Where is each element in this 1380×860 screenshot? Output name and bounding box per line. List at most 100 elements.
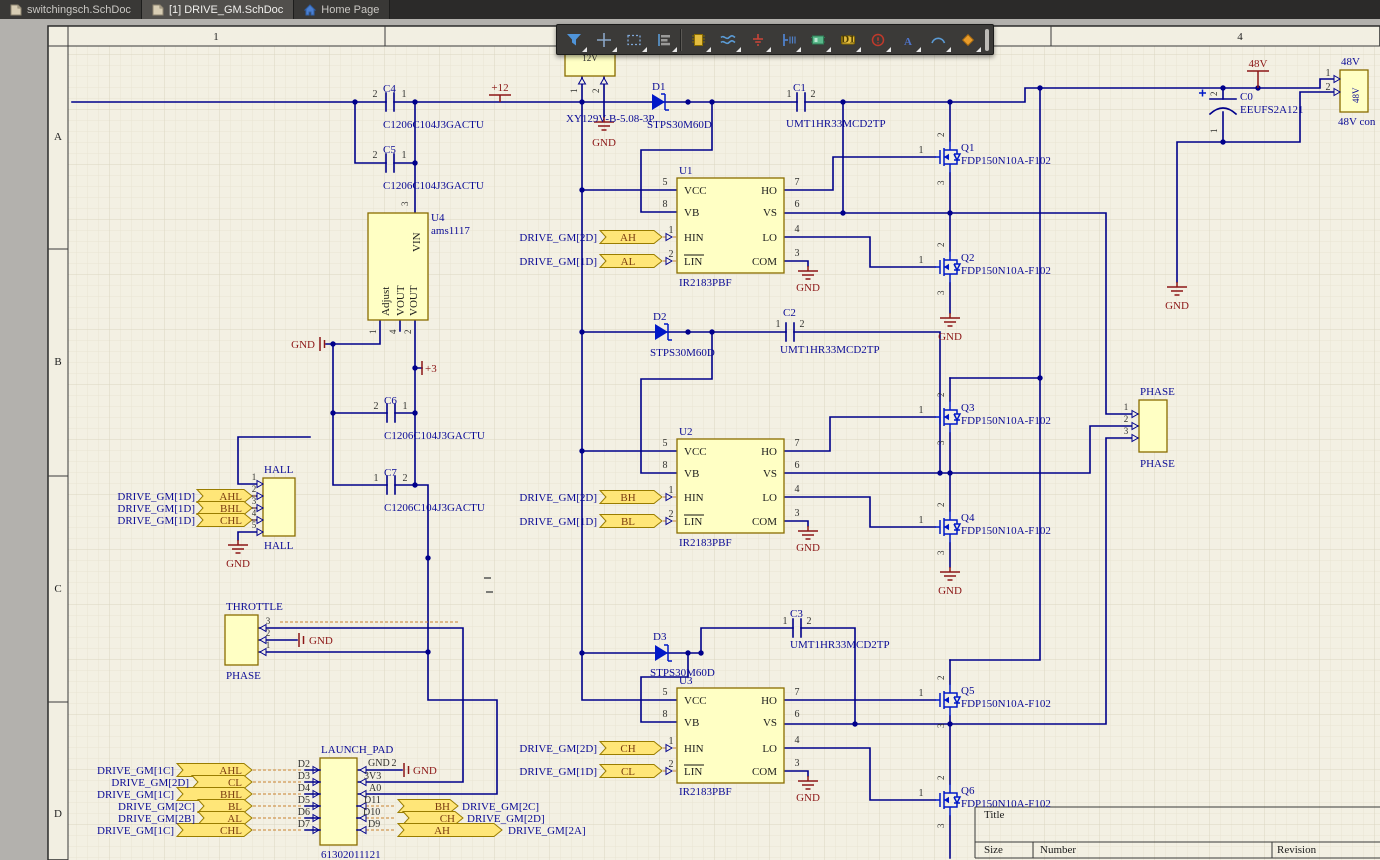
net-label[interactable]: DRIVE_GM[2D] — [519, 232, 597, 244]
net-label[interactable]: DRIVE_GM[1D] — [117, 515, 195, 527]
refdes[interactable]: C4 — [383, 83, 396, 95]
part-number[interactable]: IR2183PBF — [679, 786, 732, 798]
align-icon[interactable] — [649, 26, 679, 53]
refdes[interactable]: Q5 — [961, 685, 975, 697]
refdes[interactable]: C2 — [783, 307, 796, 319]
gnd-label[interactable]: GND — [796, 542, 820, 554]
net-label[interactable]: DRIVE_GM[2A] — [508, 825, 586, 837]
refdes[interactable]: C5 — [383, 144, 396, 156]
text-icon[interactable]: A — [893, 26, 923, 53]
connector-label[interactable]: PHASE — [1140, 386, 1175, 398]
place-pin-icon[interactable] — [773, 26, 803, 53]
port-label[interactable]: AL — [621, 256, 636, 268]
ic-u1[interactable]: U1 IR2183PBF VCC VB HIN LIN HO VS LO COM… — [663, 165, 800, 289]
tab-home-page[interactable]: Home Page — [294, 0, 390, 19]
select-icon[interactable] — [619, 26, 649, 53]
part-number[interactable]: IR2183PBF — [679, 277, 732, 289]
gnd-label[interactable]: GND — [309, 635, 333, 647]
port-label[interactable]: AH — [620, 232, 636, 244]
pad-icon[interactable] — [953, 26, 983, 53]
net-label[interactable]: DRIVE_GM[1D] — [117, 503, 195, 515]
refdes[interactable]: C3 — [790, 608, 803, 620]
refdes[interactable]: Q1 — [961, 142, 974, 154]
part-number[interactable]: C1206C104J3GACTU — [383, 180, 484, 192]
move-icon[interactable] — [589, 26, 619, 53]
connector-label[interactable]: THROTTLE — [226, 601, 283, 613]
port-label[interactable]: BL — [228, 801, 242, 813]
part-number[interactable]: FDP150N10A-F102 — [961, 155, 1051, 167]
refdes[interactable]: C1 — [793, 82, 806, 94]
power-label-48v[interactable]: 48V — [1249, 58, 1268, 70]
refdes[interactable]: C0 — [1240, 91, 1253, 103]
no-erc-icon[interactable] — [863, 26, 893, 53]
part-number[interactable]: XY129V-B-5.08-3P — [566, 113, 655, 125]
gnd-label[interactable]: GND — [226, 558, 250, 570]
net-label[interactable]: DRIVE_GM[1C] — [97, 789, 174, 801]
gnd-label[interactable]: GND — [592, 137, 616, 149]
gnd-label[interactable]: GND — [938, 585, 962, 597]
gnd-label[interactable]: GND — [413, 765, 437, 777]
connector-label[interactable]: PHASE — [226, 670, 261, 682]
part-number[interactable]: IR2183PBF — [679, 537, 732, 549]
net-label[interactable]: DRIVE_GM[1C] — [97, 825, 174, 837]
refdes[interactable]: D2 — [653, 311, 666, 323]
net-label[interactable]: DRIVE_GM[1D] — [519, 766, 597, 778]
refdes[interactable]: U3 — [679, 675, 693, 687]
net-label[interactable]: DRIVE_GM[1C] — [97, 765, 174, 777]
part-number[interactable]: FDP150N10A-F102 — [961, 798, 1051, 810]
tab-drive-gm[interactable]: [1] DRIVE_GM.SchDoc — [142, 0, 294, 19]
net-label[interactable]: DRIVE_GM[2D] — [519, 492, 597, 504]
refdes[interactable]: D3 — [653, 631, 667, 643]
connector-label[interactable]: LAUNCH_PAD — [321, 744, 393, 756]
part-number[interactable]: STPS30M60D — [647, 119, 712, 131]
part-number[interactable]: FDP150N10A-F102 — [961, 698, 1051, 710]
port-label[interactable]: AHL — [219, 765, 242, 777]
net-label[interactable]: DRIVE_GM[2D] — [519, 743, 597, 755]
port-label[interactable]: BHL — [220, 789, 242, 801]
port-label[interactable]: BH — [620, 492, 635, 504]
net-label[interactable]: DRIVE_GM[1D] — [519, 256, 597, 268]
refdes[interactable]: U2 — [679, 426, 692, 438]
port-label[interactable]: CH — [620, 743, 635, 755]
net-label[interactable]: DRIVE_GM[2C] — [462, 801, 539, 813]
port-label[interactable]: BH — [435, 801, 450, 813]
power-label-3v[interactable]: +3 — [425, 363, 437, 375]
net-label[interactable]: DRIVE_GM[2D] — [467, 813, 545, 825]
filter-icon[interactable] — [559, 26, 589, 53]
arc-icon[interactable] — [923, 26, 953, 53]
power-label-12v[interactable]: +12 — [491, 82, 508, 94]
part-number[interactable]: 61302011121 — [321, 849, 381, 860]
part-number[interactable]: STPS30M60D — [650, 347, 715, 359]
connector-label[interactable]: PHASE — [1140, 458, 1175, 470]
refdes[interactable]: Q4 — [961, 512, 975, 524]
refdes[interactable]: C7 — [384, 467, 397, 479]
connector-label[interactable]: 48V — [1341, 56, 1360, 68]
part-number[interactable]: C1206C104J3GACTU — [383, 119, 484, 131]
port-label[interactable]: CHL — [220, 825, 242, 837]
refdes[interactable]: D1 — [652, 81, 665, 93]
part-number[interactable]: EEUFS2A121 — [1240, 104, 1304, 116]
gnd-label[interactable]: GND — [796, 792, 820, 804]
place-gnd-icon[interactable] — [743, 26, 773, 53]
place-part-icon[interactable] — [683, 26, 713, 53]
part-number[interactable]: UMT1HR33MCD2TP — [786, 118, 886, 130]
port-label[interactable]: AHL — [219, 491, 242, 503]
refdes[interactable]: C6 — [384, 395, 397, 407]
port-label[interactable]: CH — [440, 813, 455, 825]
net-label[interactable]: DRIVE_GM[2B] — [118, 813, 195, 825]
part-number[interactable]: ams1117 — [431, 225, 470, 237]
refdes[interactable]: Q2 — [961, 252, 974, 264]
toolbar-drag-handle[interactable] — [985, 29, 989, 51]
hall-ports[interactable]: AHL BHL CHL DRIVE_GM[1D] DRIVE_GM[1D] DR… — [117, 490, 252, 528]
net-label[interactable]: DRIVE_GM[2D] — [111, 777, 189, 789]
gnd-label[interactable]: GND — [796, 282, 820, 294]
place-wire-icon[interactable] — [713, 26, 743, 53]
gnd-label[interactable]: GND — [938, 331, 962, 343]
part-number[interactable]: FDP150N10A-F102 — [961, 415, 1051, 427]
designator-icon[interactable]: D1 — [833, 26, 863, 53]
net-label[interactable]: DRIVE_GM[1D] — [519, 516, 597, 528]
port-label[interactable]: CL — [228, 777, 242, 789]
ic-u3[interactable]: U3 IR2183PBF VCC VB HIN LIN HO VS LO COM… — [663, 675, 800, 798]
net-label[interactable]: DRIVE_GM[1D] — [117, 491, 195, 503]
